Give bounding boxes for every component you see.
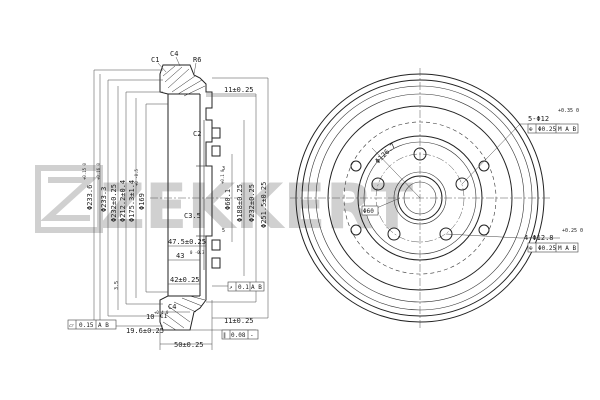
label-c1: C1 <box>151 56 159 64</box>
pos4-ref: M A B <box>558 245 576 252</box>
label-c4-bottom: C4 <box>168 303 176 311</box>
holes-5-label: 5-Φ12 <box>528 115 549 123</box>
tolerance-frame-runout: ↗ 0.1 A B <box>212 281 265 292</box>
tol-runout-ref: A B <box>251 284 262 291</box>
position-frame-4: ⊕ Φ0.25 M A B <box>527 242 579 253</box>
position-frame-5: ⊕ Φ0.25 M A B <box>527 123 579 134</box>
small-hole <box>350 160 362 172</box>
holes-4-label: 4-Φ12.8 <box>524 234 554 242</box>
label-c1-bottom: C1 <box>160 313 168 320</box>
tol-runout-symbol: ↗ <box>229 284 233 291</box>
pos5-symbol: ⊕ <box>529 126 533 133</box>
dim-169-tol: +0 -0.5 <box>134 169 139 186</box>
vertical-dimension-labels: Φ233.6 Φ233.3 Φ232±0.25 Φ212.2±0.4 Φ175.… <box>86 166 268 234</box>
dim-3-5-bottom: 3.5 <box>114 281 120 290</box>
stud-hole <box>413 147 427 161</box>
dim-188: Φ188±0.25 <box>236 184 244 222</box>
tol-parallel-symbol: ∥ <box>223 332 226 339</box>
dim-251: Φ251.5±0.25 <box>260 182 268 228</box>
dim-232-b: Φ232±0.25 <box>248 184 256 222</box>
dim-212: Φ212.2±0.4 <box>119 180 127 222</box>
tol-parallel-ref: - <box>250 332 254 339</box>
pos5-ref: M A B <box>558 126 576 133</box>
small-hole <box>478 224 490 236</box>
tolerance-frame-parallel: ∥ 0.08 - <box>221 329 259 340</box>
dim-175: Φ175.3±1.4 <box>128 180 136 222</box>
dim-233-tol: +0.15 0 <box>82 163 87 180</box>
holes-5-tol: +0.35 0 <box>558 108 579 114</box>
dim-233-3-tol: +0.16 0 <box>96 163 101 180</box>
label-r6: R6 <box>193 56 201 64</box>
dim-43-tol: 0 -0.3 <box>190 250 205 255</box>
stud-hole <box>439 227 453 241</box>
dim-11-top: 11±0.25 <box>224 86 254 94</box>
dim-11-bottom: 11±0.25 <box>224 317 254 325</box>
stud-hole <box>455 177 469 191</box>
label-c4-top: C4 <box>170 50 178 58</box>
dim-10-tol: +0.4 0 <box>154 310 169 315</box>
tol-runout-value: 0.1 <box>238 284 249 291</box>
section-hatching <box>162 65 206 331</box>
dim-19-6: 19.6±0.25 <box>126 327 164 335</box>
stud-hole <box>387 227 401 241</box>
dim-50: 50±0.25 <box>174 341 204 349</box>
center-bore-label: Φ60 <box>363 208 374 215</box>
stud-holes-5 <box>371 147 469 241</box>
front-view <box>290 68 560 328</box>
dim-10: 10 <box>146 313 154 321</box>
tol-flatness-ref: A B <box>98 322 109 329</box>
tolerance-frame-flatness: ⏥ 0.15 A B <box>67 319 117 330</box>
section-view <box>150 64 238 331</box>
dim-233-6: Φ233.6 <box>86 185 94 210</box>
dim-232: Φ232±0.25 <box>110 184 118 222</box>
label-c3-5: C3.5 <box>184 212 201 220</box>
pos4-symbol: ⊕ <box>529 245 533 252</box>
dim-47-5: 47.5±0.25 <box>168 238 206 246</box>
dim-60-1: Φ60.1 <box>224 189 232 210</box>
small-hole <box>478 160 490 172</box>
pos5-value: Φ0.25 <box>538 126 556 133</box>
label-c2: C2 <box>193 130 201 138</box>
pos4-value: Φ0.25 <box>538 245 556 252</box>
dim-233-3: Φ233.3 <box>100 187 108 212</box>
holes-4-tol: +0.25 0 <box>562 228 583 234</box>
dim-43: 43 <box>176 252 184 260</box>
dim-small-3: 3 <box>222 166 225 172</box>
stud-hole <box>371 177 385 191</box>
tol-flatness-symbol: ⏥ <box>69 322 74 329</box>
tol-flatness-value: 0.15 <box>79 322 94 329</box>
dim-42: 42±0.25 <box>170 276 200 284</box>
dim-small-5: 5 <box>222 228 225 234</box>
tol-parallel-value: 0.08 <box>231 332 246 339</box>
center-bore-label-box: Φ60 <box>361 205 379 216</box>
dim-169: Φ169 <box>138 193 146 210</box>
small-hole <box>350 224 362 236</box>
dim-60-1-tol: +0.1 0 <box>220 169 225 184</box>
